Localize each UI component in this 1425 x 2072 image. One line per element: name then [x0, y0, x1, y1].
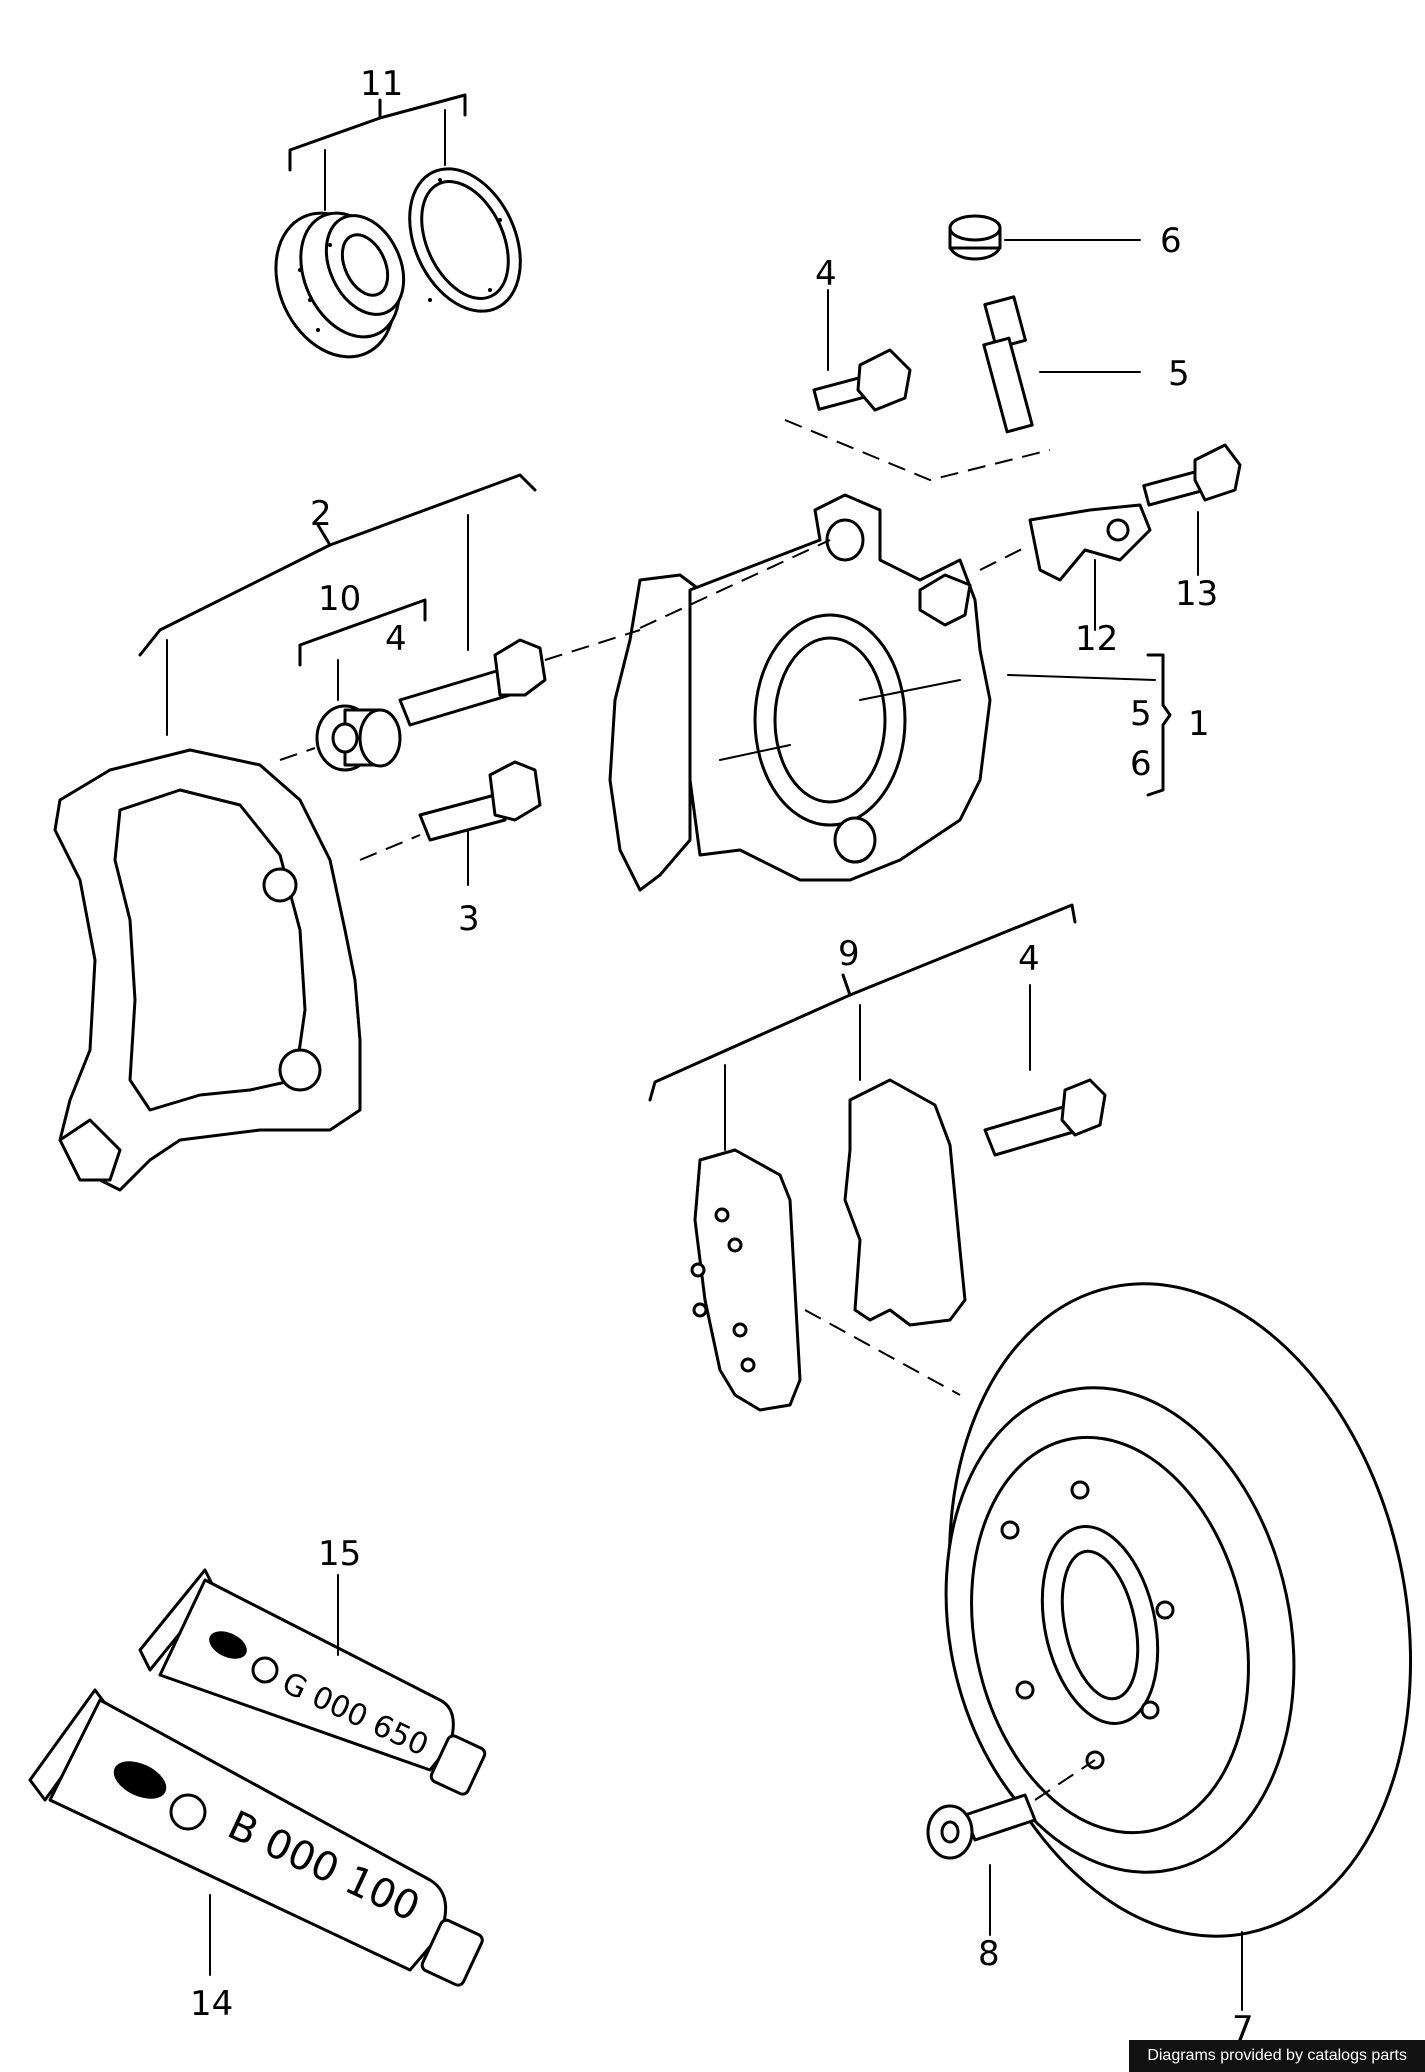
part-2-carrier [53, 748, 362, 1192]
bracket-group-1 [1007, 653, 1172, 797]
callout-14: 14 [190, 1984, 233, 2024]
footer-credit: Diagrams provided by catalogs parts [1129, 2040, 1425, 2072]
part-6-dust-cap [948, 214, 1141, 261]
callout-5-bracket: 5 [1130, 694, 1152, 734]
callout-3: 3 [458, 899, 480, 939]
part-10-guide-boot [279, 704, 402, 772]
part-7-brake-disc [944, 1282, 1413, 2011]
callout-1: 1 [1188, 704, 1210, 744]
callout-4-top: 4 [815, 254, 837, 294]
callout-9: 9 [838, 934, 860, 974]
part-3-bolt [359, 760, 542, 886]
callout-4-low: 4 [1018, 939, 1040, 979]
callout-13: 13 [1175, 574, 1218, 614]
part-5-bleed-valve [982, 295, 1141, 434]
part-9-brake-pads [648, 903, 1077, 1412]
bracket-group-2 [138, 473, 537, 736]
callout-8: 8 [978, 1934, 1000, 1974]
callout-10: 10 [318, 579, 361, 619]
callout-2: 2 [310, 494, 332, 534]
callout-4-mid: 4 [385, 619, 407, 659]
callout-11: 11 [360, 64, 403, 104]
callout-6-top: 6 [1160, 221, 1182, 261]
callout-5-top: 5 [1168, 354, 1190, 394]
part-13-bolt [1142, 443, 1242, 576]
callout-labels: 11 6 4 5 2 10 4 13 12 5 1 6 3 9 4 15 8 7… [190, 64, 1254, 2049]
part-12-bracket [979, 503, 1152, 631]
part-11-seal-kit [274, 93, 522, 359]
callout-12: 12 [1075, 619, 1118, 659]
part-8-screw [926, 1759, 1096, 1936]
callout-15: 15 [318, 1534, 361, 1574]
part-4-guide-pin [398, 539, 831, 727]
callout-6-bracket: 6 [1130, 744, 1152, 784]
callout-7: 7 [1232, 2009, 1254, 2049]
part-4-bolt-upper [784, 289, 1051, 482]
part-4-bolt-lower [983, 984, 1107, 1157]
part-1-caliper-housing [608, 493, 992, 892]
